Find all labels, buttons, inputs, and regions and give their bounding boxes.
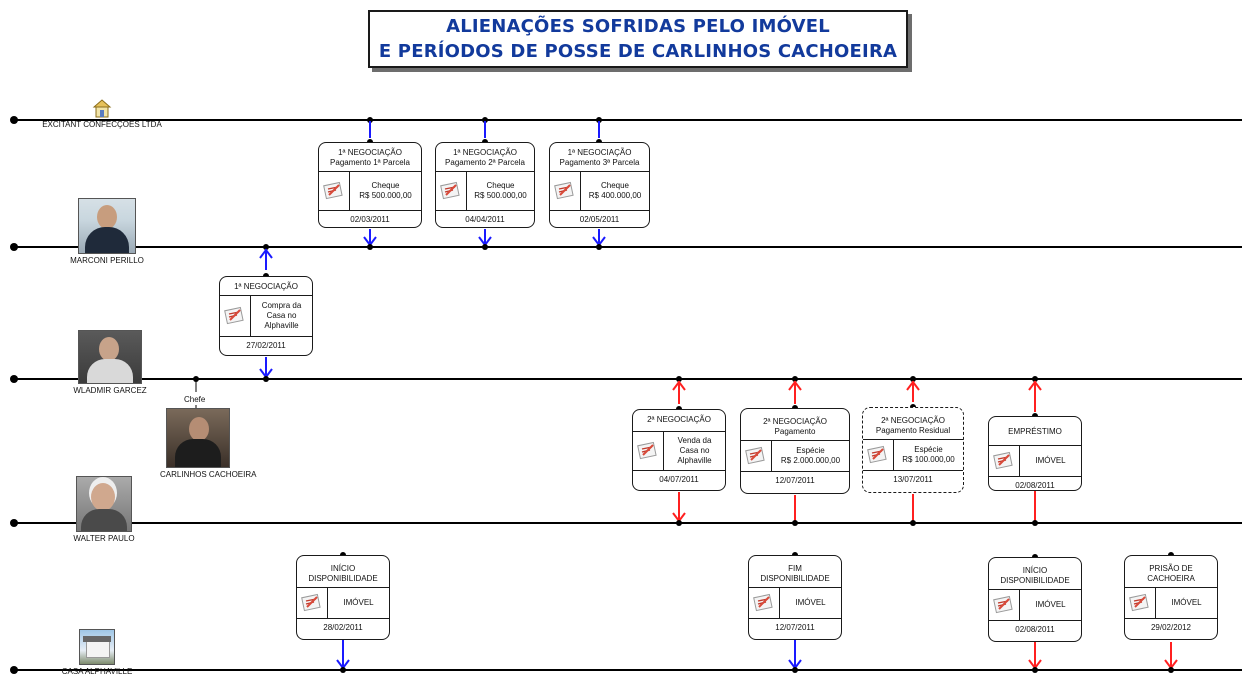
event-header: EMPRÉSTIMO (989, 417, 1081, 446)
title-line-1: ALIENAÇÕES SOFRIDAS PELO IMÓVEL (446, 16, 830, 37)
document-icon (989, 446, 1020, 476)
event-header: 1ª NEGOCIAÇÃO (220, 277, 312, 296)
actor-marconi[interactable]: MARCONI PERILLO (70, 198, 144, 265)
document-icon (220, 296, 251, 336)
actor-walter[interactable]: WALTER PAULO (64, 476, 144, 543)
event-date: 13/07/2011 (893, 475, 933, 484)
document-icon (436, 172, 467, 210)
actor-label-carlinhos: CARLINHOS CACHOEIRA (160, 470, 257, 479)
event-date: 12/07/2011 (775, 623, 815, 632)
actor-carlinhos[interactable]: CARLINHOS CACHOEIRA (160, 408, 257, 479)
document-icon (633, 432, 664, 470)
document-icon (749, 588, 780, 618)
event-date: 02/08/2011 (1015, 481, 1055, 490)
actor-label-excitant: EXCITANT CONFECÇÕES LTDA (42, 120, 162, 129)
event-date: 04/04/2011 (465, 215, 505, 224)
actor-label-casa: CASA ALPHAVILLE (61, 667, 133, 676)
relation-label-chefe: Chefe (184, 395, 206, 404)
avatar-wladmir (78, 330, 142, 384)
house-photo (79, 629, 115, 665)
event-date: 27/02/2011 (246, 341, 286, 350)
event-date: 28/02/2011 (323, 623, 363, 632)
actor-label-wladmir: WLADMIR GARCEZ (73, 386, 147, 395)
connector-neg2-venda (672, 376, 686, 526)
document-icon (1125, 588, 1156, 618)
event-date: 12/07/2011 (775, 476, 815, 485)
actor-excitant[interactable]: EXCITANT CONFECÇÕES LTDA (42, 98, 162, 129)
event-emprestimo[interactable]: EMPRÉSTIMO IMÓVEL 02/08/2011 (988, 416, 1082, 491)
event-date: 02/03/2011 (350, 215, 390, 224)
document-icon (297, 588, 328, 618)
event-header: 2ª NEGOCIAÇÃO (633, 410, 725, 432)
event-date: 02/08/2011 (1015, 625, 1055, 634)
event-date: 04/07/2011 (659, 475, 699, 484)
actor-label-marconi: MARCONI PERILLO (70, 256, 144, 265)
connector-neg2-pag (788, 376, 802, 526)
building-icon (92, 98, 112, 118)
event-date: 29/02/2012 (1150, 623, 1192, 632)
lifeline-dots (10, 116, 18, 674)
connector-neg2-res (906, 376, 920, 526)
actor-wladmir[interactable]: WLADMIR GARCEZ (68, 330, 152, 395)
document-icon (319, 172, 350, 210)
document-icon (550, 172, 581, 210)
actor-casa[interactable]: CASA ALPHAVILLE (60, 629, 134, 676)
avatar-walter (76, 476, 132, 532)
avatar-carlinhos (166, 408, 230, 468)
document-icon (741, 441, 772, 471)
title-line-2: E PERÍODOS DE POSSE DE CARLINHOS CACHOEI… (378, 41, 898, 62)
chefe-connector (193, 376, 199, 412)
document-icon (863, 440, 894, 470)
avatar-marconi (78, 198, 136, 254)
chart-title: ALIENAÇÕES SOFRIDAS PELO IMÓVEL E PERÍOD… (368, 10, 908, 68)
actor-label-walter: WALTER PAULO (73, 534, 135, 543)
event-date: 02/05/2011 (579, 215, 620, 224)
document-icon (989, 590, 1020, 620)
